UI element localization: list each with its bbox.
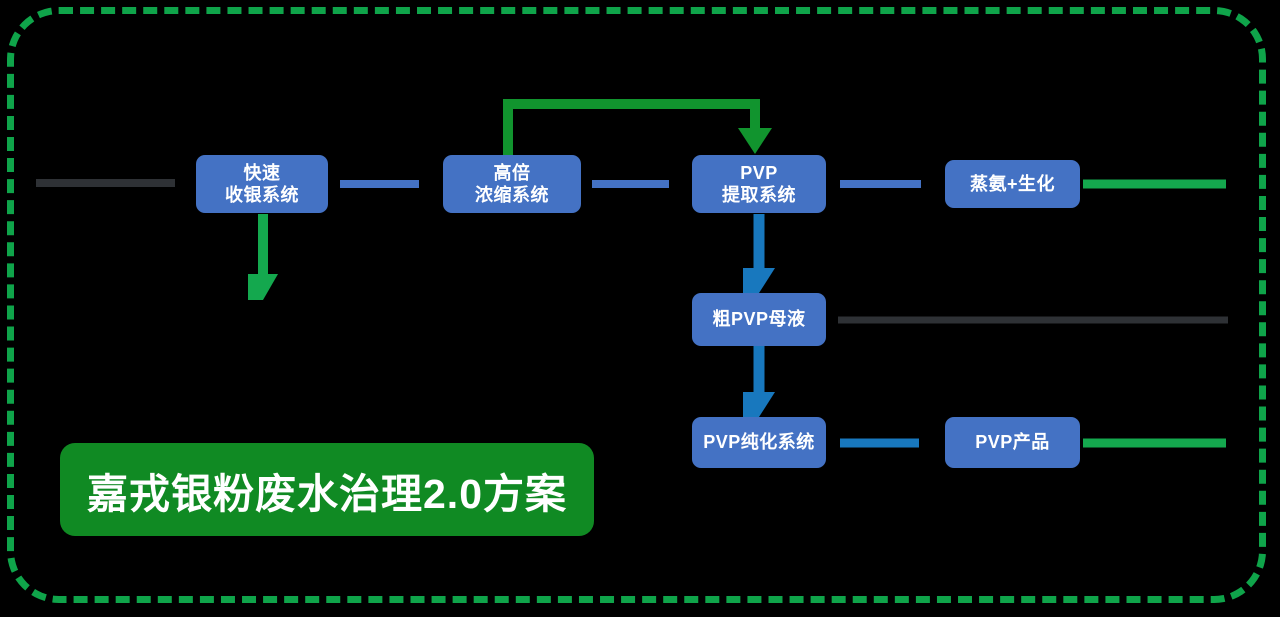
connector-fast-recovery-down: [248, 214, 278, 300]
node-high-concentration[interactable]: 高倍 浓缩系统: [443, 155, 581, 213]
arrow-head-down: [248, 274, 278, 300]
recycle-right-drop: [750, 99, 760, 130]
arrow-shaft: [840, 180, 921, 188]
connector-extraction-to-ammonia: [840, 171, 942, 197]
connector-inflow: [36, 170, 196, 196]
recycle-left-riser: [503, 99, 513, 155]
arrow-shaft: [340, 180, 419, 188]
arrow-head-down: [743, 268, 775, 293]
title-banner: 嘉戎银粉废水治理2.0方案: [60, 443, 594, 536]
connector-fast-to-concentration: [340, 171, 440, 197]
arrow-shaft: [258, 214, 268, 276]
page-title: 嘉戎银粉废水治理2.0方案: [87, 470, 567, 517]
arrow-shaft: [838, 316, 1228, 324]
connector-extraction-to-crude: [743, 214, 775, 293]
connector-product-outflow: [1083, 430, 1250, 456]
connector-purification-to-product: [840, 430, 942, 456]
connector-ammonia-outflow: [1083, 171, 1250, 197]
recycle-top-run: [503, 99, 760, 109]
arrow-shaft: [753, 346, 765, 394]
arrow-shaft: [753, 214, 765, 270]
arrow-shaft: [36, 179, 175, 187]
recycle-arrow-head-down: [738, 128, 772, 154]
node-pvp-product[interactable]: PVP产品: [945, 417, 1080, 468]
node-fast-recovery[interactable]: 快速 收银系统: [196, 155, 328, 213]
connector-crude-to-purification: [743, 346, 775, 417]
arrow-shaft: [592, 180, 669, 188]
arrow-shaft: [1083, 179, 1226, 189]
node-crude-pvp-liquor[interactable]: 粗PVP母液: [692, 293, 826, 346]
arrow-shaft: [840, 438, 919, 448]
node-ammonia-biochem[interactable]: 蒸氨+生化: [945, 160, 1080, 208]
node-pvp-extraction[interactable]: PVP 提取系统: [692, 155, 826, 213]
arrow-shaft: [1083, 438, 1226, 448]
arrow-head-down: [743, 392, 775, 417]
connector-concentration-to-extraction: [592, 171, 690, 197]
node-pvp-purification[interactable]: PVP纯化系统: [692, 417, 826, 468]
connector-crude-outflow: [838, 307, 1250, 333]
